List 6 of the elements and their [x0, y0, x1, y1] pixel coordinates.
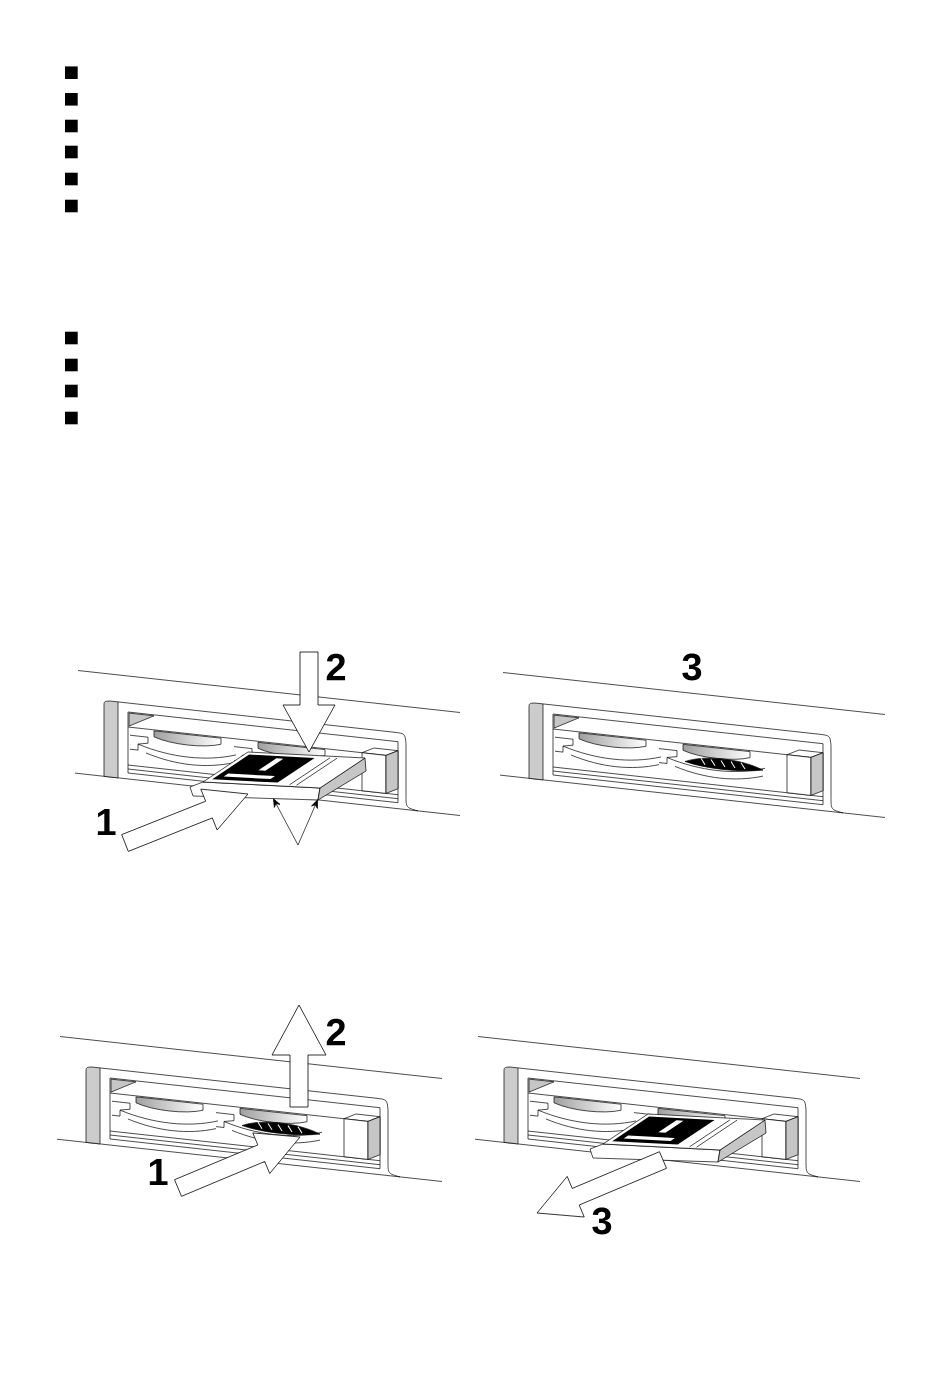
- step-number: 2: [326, 1018, 346, 1046]
- step-number: 1: [149, 1158, 168, 1186]
- step-number: 3: [592, 1207, 612, 1235]
- step-number: 1: [97, 808, 116, 836]
- step-number: 3: [682, 653, 702, 681]
- step-number: 2: [326, 653, 346, 681]
